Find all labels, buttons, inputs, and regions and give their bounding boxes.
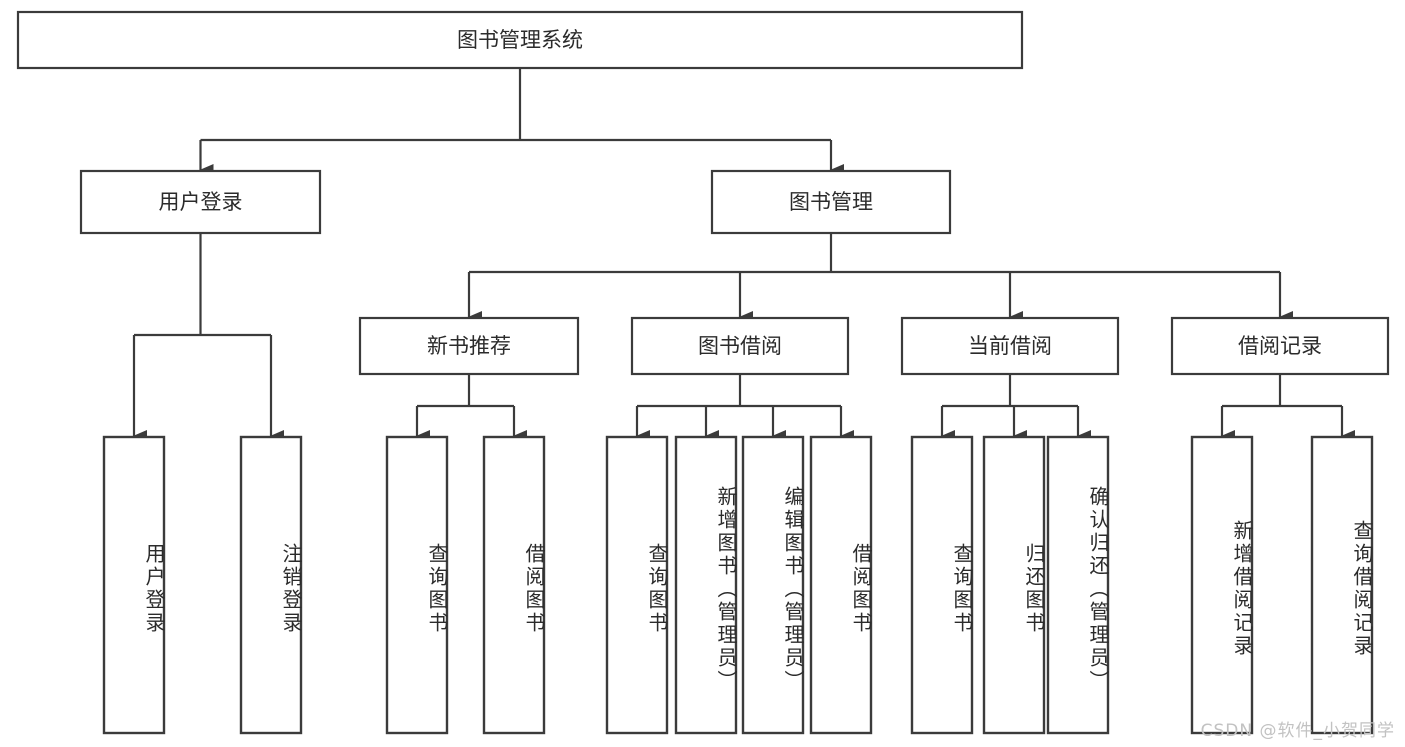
watermark: CSDN @软件_小贺同学 — [1200, 721, 1395, 741]
node-leaf-borrow-book-rec[interactable] — [482, 435, 546, 735]
node-leaf-add-book[interactable] — [674, 435, 738, 735]
node-leaf-edit-book[interactable] — [741, 435, 805, 735]
node-leaf-query-book-rec[interactable] — [385, 435, 449, 735]
node-leaf-add-record[interactable] — [1190, 435, 1254, 735]
node-label-book-borrow: 图书借阅 — [698, 334, 782, 358]
node-current-borrow[interactable] — [900, 316, 1120, 376]
node-label-root: 图书管理系统 — [457, 28, 583, 52]
node-label-current-borrow: 当前借阅 — [968, 334, 1052, 358]
node-user-login[interactable] — [79, 169, 322, 235]
node-label-book-manage: 图书管理 — [789, 190, 873, 214]
node-leaf-user-login[interactable] — [102, 435, 166, 735]
node-leaf-query-record[interactable] — [1310, 435, 1374, 735]
node-leaf-user-logout[interactable] — [239, 435, 303, 735]
node-book-manage[interactable] — [710, 169, 952, 235]
node-leaf-query-book-current[interactable] — [910, 435, 974, 735]
node-label-user-login: 用户登录 — [159, 190, 243, 214]
node-book-borrow[interactable] — [630, 316, 850, 376]
node-leaf-return-book[interactable] — [982, 435, 1046, 735]
connector-group — [132, 68, 1355, 442]
node-label-new-book-rec: 新书推荐 — [427, 334, 511, 358]
node-leaf-confirm-return[interactable] — [1046, 435, 1110, 735]
node-leaf-query-book-borrow[interactable] — [605, 435, 669, 735]
node-box-group — [16, 10, 1390, 735]
node-label-borrow-record: 借阅记录 — [1238, 334, 1322, 358]
node-borrow-record[interactable] — [1170, 316, 1390, 376]
node-root[interactable] — [16, 10, 1024, 70]
node-new-book-rec[interactable] — [358, 316, 580, 376]
node-leaf-borrow-book[interactable] — [809, 435, 873, 735]
